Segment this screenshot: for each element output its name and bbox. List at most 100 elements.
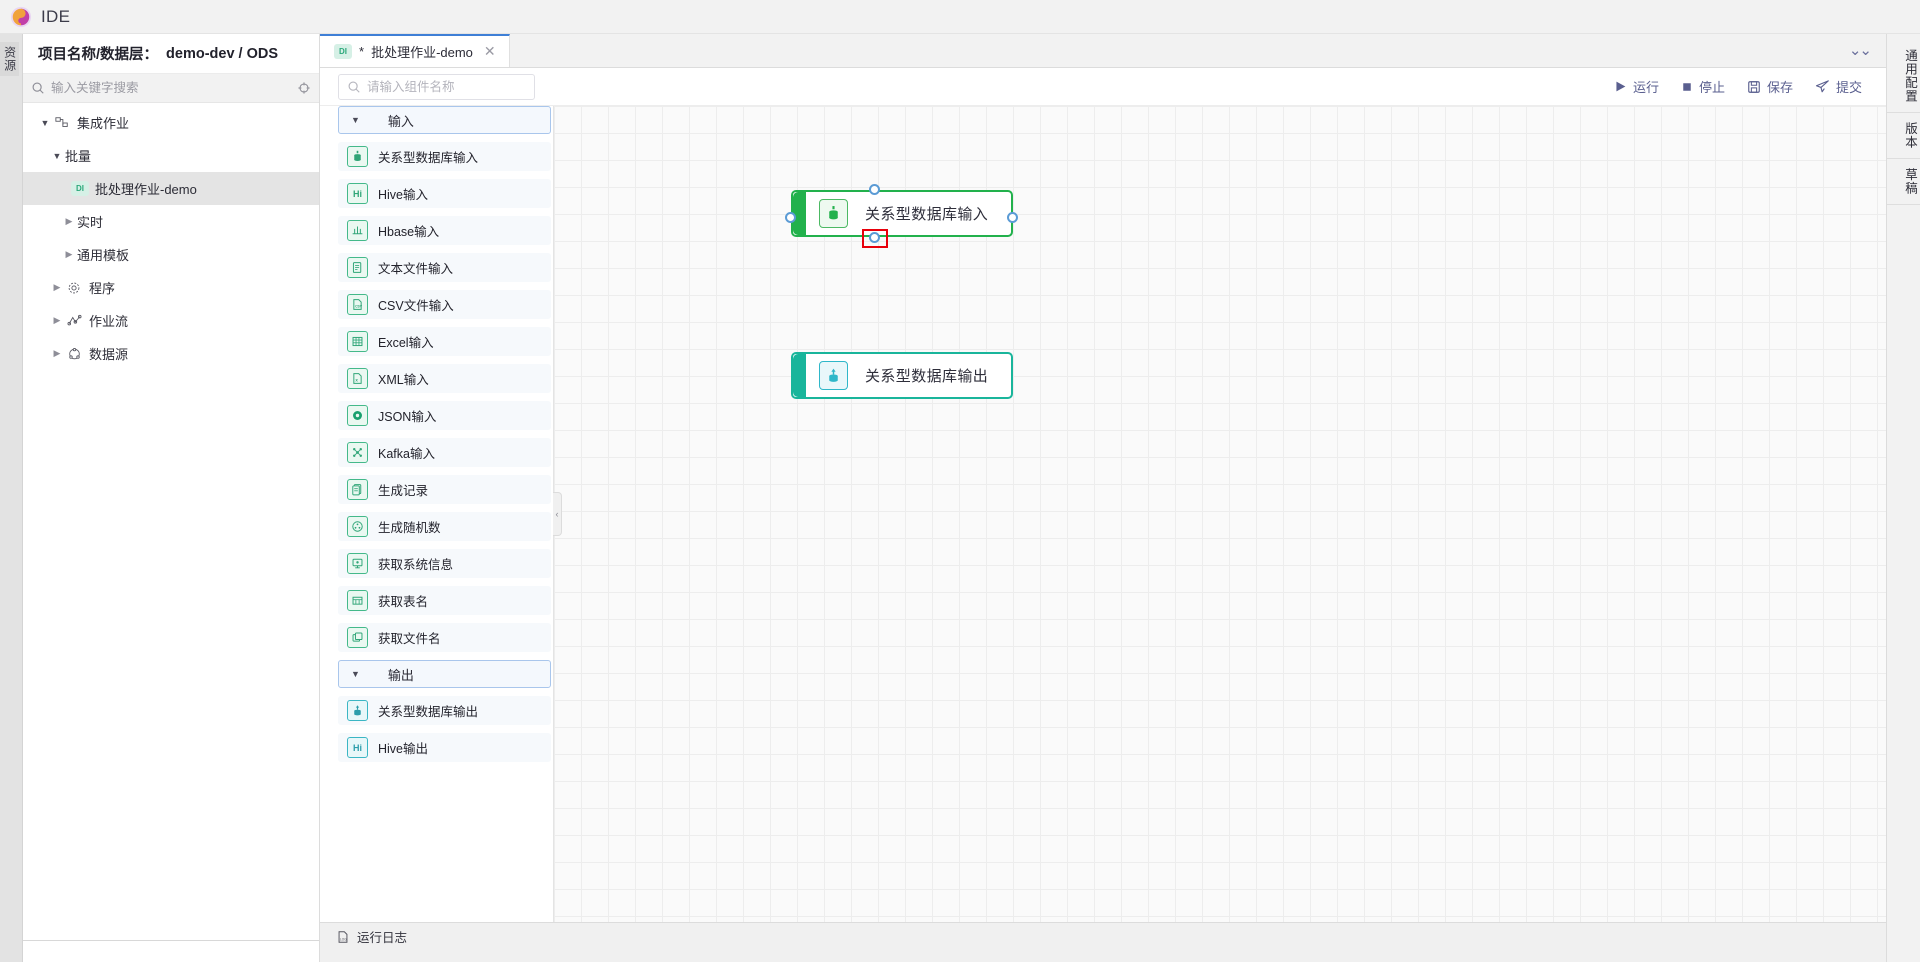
palette-item-random-number[interactable]: 生成随机数 — [338, 512, 551, 541]
tree-item-label: 实时 — [77, 215, 104, 230]
random-number-icon — [347, 516, 368, 537]
database-out-icon — [347, 700, 368, 721]
palette-item-csv-file-input[interactable]: CSV CSV文件输入 — [338, 290, 551, 319]
node-port-left[interactable] — [785, 212, 796, 223]
chevron-right-icon[interactable]: ▶ — [53, 315, 61, 325]
palette-item-rdb-input[interactable]: 关系型数据库输入 — [338, 142, 551, 171]
node-body: 关系型数据库输出 — [806, 354, 1011, 397]
palette-item-system-info[interactable]: 获取系统信息 — [338, 549, 551, 578]
flow-canvas[interactable]: 关系型数据库输入 — [553, 106, 1886, 922]
tab-bar: DI * 批处理作业-demo ✕ ⌄⌄ — [320, 34, 1886, 68]
palette-search — [338, 73, 535, 100]
chevron-down-icon[interactable]: ▼ — [351, 669, 360, 679]
palette-search-input[interactable] — [367, 79, 528, 94]
submit-label: 提交 — [1835, 80, 1862, 95]
general-config-tab[interactable]: 通用配置 — [1887, 40, 1920, 113]
table-name-icon — [347, 590, 368, 611]
palette-item-file-name[interactable]: 获取文件名 — [338, 623, 551, 652]
palette-search-wrap — [320, 73, 535, 100]
version-tab[interactable]: 版本 — [1887, 113, 1920, 159]
palette-item-excel-input[interactable]: Excel输入 — [338, 327, 551, 356]
palette-item-label: CSV文件输入 — [378, 299, 454, 313]
palette-item-xml-input[interactable]: x XML输入 — [338, 364, 551, 393]
chevron-down-icon[interactable]: ▼ — [40, 117, 50, 128]
database-in-icon — [347, 146, 368, 167]
file-name-icon — [347, 627, 368, 648]
left-rail: 资源 — [0, 34, 23, 962]
palette-item-label: JSON输入 — [378, 410, 437, 424]
toolbar-row: 运行 停止 保存 提交 — [320, 68, 1886, 106]
save-button[interactable]: 保存 — [1747, 77, 1793, 96]
tree-item-batch-job-demo[interactable]: DI 批处理作业-demo — [23, 172, 319, 205]
stop-button[interactable]: 停止 — [1681, 77, 1725, 96]
tree-item-label: 通用模板 — [77, 248, 130, 263]
tree-item-integration-job[interactable]: ▼ 集成作业 — [23, 106, 319, 139]
palette-item-label: 生成随机数 — [378, 521, 441, 535]
palette-item-generate-record[interactable]: 生成记录 — [338, 475, 551, 504]
node-port-top[interactable] — [869, 184, 880, 195]
tree-item-batch[interactable]: ▼ 批量 — [23, 139, 319, 172]
text-file-icon — [347, 257, 368, 278]
palette-item-kafka-input[interactable]: Kafka输入 — [338, 438, 551, 467]
crosshair-icon[interactable] — [297, 81, 311, 95]
palette-group-output[interactable]: ▼ 输出 — [338, 660, 551, 688]
palette-collapse-handle[interactable]: ‹ — [553, 492, 562, 536]
node-accent-bar — [793, 192, 806, 235]
tab-label: 批处理作业-demo — [371, 45, 473, 60]
chevron-right-icon[interactable]: ▶ — [53, 348, 61, 358]
tree-item-workflow[interactable]: ▶ 作业流 — [23, 304, 319, 337]
tree-item-common-template[interactable]: ▶ 通用模板 — [23, 238, 319, 271]
close-icon[interactable]: ✕ — [483, 43, 496, 59]
hbase-icon — [347, 220, 368, 241]
svg-text:LOG: LOG — [340, 937, 347, 941]
draft-tab[interactable]: 草稿 — [1887, 159, 1920, 205]
xml-file-icon: x — [347, 368, 368, 389]
svg-text:CSV: CSV — [355, 304, 363, 308]
palette-group-input[interactable]: ▼ 输入 — [338, 106, 551, 134]
tree-item-datasource[interactable]: ▶ 数据源 — [23, 337, 319, 370]
chevron-right-icon[interactable]: ▶ — [53, 282, 61, 292]
tab-batch-job-demo[interactable]: DI * 批处理作业-demo ✕ — [320, 34, 510, 67]
node-port-bottom[interactable] — [869, 232, 880, 243]
chevron-down-icon[interactable]: ▼ — [52, 150, 62, 161]
run-log-bar[interactable]: LOG 运行日志 — [320, 922, 1886, 950]
palette-item-label: 获取系统信息 — [378, 558, 454, 572]
palette-item-json-input[interactable]: JSON输入 — [338, 401, 551, 430]
tree-item-realtime[interactable]: ▶ 实时 — [23, 205, 319, 238]
canvas-node-rdb-input[interactable]: 关系型数据库输入 — [791, 190, 1013, 237]
canvas-node-rdb-output[interactable]: 关系型数据库输出 — [791, 352, 1013, 399]
palette-item-text-file-input[interactable]: 文本文件输入 — [338, 253, 551, 282]
node-body: 关系型数据库输入 — [806, 192, 1011, 235]
palette-item-label: Kafka输入 — [378, 447, 435, 461]
save-label: 保存 — [1766, 80, 1793, 95]
chevron-double-down-icon[interactable]: ⌄⌄ — [1848, 42, 1872, 59]
resource-rail-tab[interactable]: 资源 — [0, 42, 19, 76]
palette-item-table-name[interactable]: 获取表名 — [338, 586, 551, 615]
submit-icon — [1815, 80, 1829, 93]
workflow-icon — [65, 314, 83, 328]
chevron-down-icon[interactable]: ▼ — [351, 115, 360, 125]
explorer-search-input[interactable] — [51, 81, 291, 95]
palette-item-label: Hive输出 — [378, 742, 429, 756]
palette-item-rdb-output[interactable]: 关系型数据库输出 — [338, 696, 551, 725]
work-row: ▼ 输入 关系型数据库输入 Hi Hive输入 — [320, 106, 1886, 922]
palette-item-label: XML输入 — [378, 373, 429, 387]
submit-button[interactable]: 提交 — [1815, 77, 1862, 96]
run-button[interactable]: 运行 — [1614, 77, 1659, 96]
body-row: 资源 项目名称/数据层： demo-dev / ODS — [0, 34, 1920, 962]
database-out-icon — [819, 361, 848, 390]
chevron-right-icon[interactable]: ▶ — [65, 216, 73, 226]
chevron-right-icon[interactable]: ▶ — [65, 249, 73, 259]
run-log-label: 运行日志 — [357, 931, 408, 945]
node-port-right[interactable] — [1007, 212, 1018, 223]
tree-item-label: 程序 — [89, 281, 116, 296]
project-layer-label: 项目名称/数据层： — [38, 47, 159, 63]
tree-item-label: 作业流 — [89, 314, 129, 329]
palette-item-hive-output[interactable]: Hi Hive输出 — [338, 733, 551, 762]
palette-item-label: 获取表名 — [378, 595, 429, 609]
explorer-header: 项目名称/数据层： demo-dev / ODS — [23, 34, 319, 74]
tree-item-label: 集成作业 — [77, 116, 130, 131]
tree-item-program[interactable]: ▶ 程序 — [23, 271, 319, 304]
palette-item-hive-input[interactable]: Hi Hive输入 — [338, 179, 551, 208]
palette-item-hbase-input[interactable]: Hbase输入 — [338, 216, 551, 245]
